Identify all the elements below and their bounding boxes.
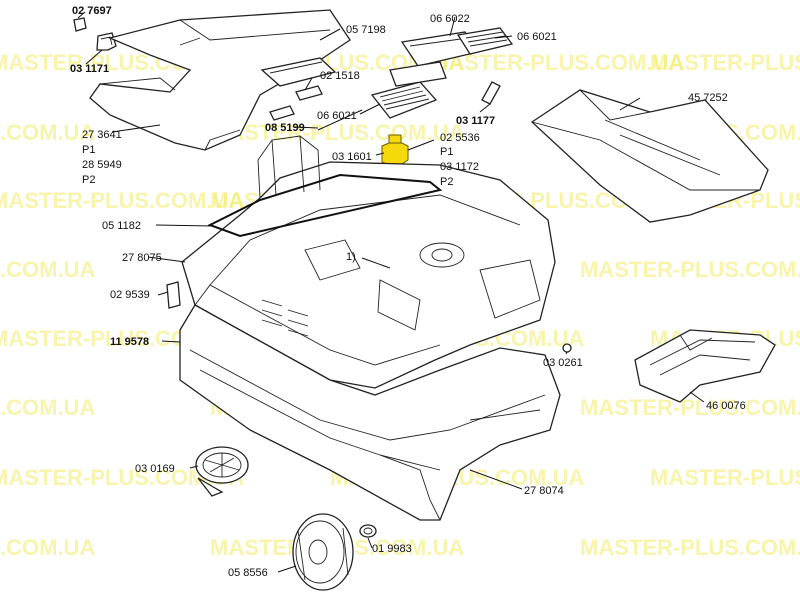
label-085199: 08 5199 [265,122,305,134]
watermark-text: MASTER-PLUS.COM.UA [580,257,800,282]
label-021518: 02 1518 [320,70,360,82]
housing-base [179,304,561,521]
label-066022: 06 6022 [430,13,470,25]
watermark-text: MASTER-PLUS.COM.UA [650,50,800,75]
label-278074: 27 8074 [524,485,564,497]
label-030169: 03 0169 [135,463,175,475]
side-clip-part [166,281,181,309]
label-058556: 05 8556 [228,567,268,579]
label-460076: 46 0076 [706,400,746,412]
label-p1: P1 [82,144,95,156]
label-025536: 02 5536 [440,132,480,144]
watermark-text: MASTER-PLUS.COM.UA [580,535,800,560]
filter-cover-part [400,27,514,67]
watermark-text: .COM.UA [0,257,95,282]
label-051182: 05 1182 [102,220,141,232]
label-p2-b: P2 [440,176,453,188]
watermark-text: MASTER-PLUS.COM.UA [430,50,684,75]
filter-cassette-part [370,61,447,119]
tube-part [481,81,501,105]
label-278075: 27 8075 [122,252,162,264]
washer-part [359,524,377,538]
housing-upper [181,135,556,389]
watermark-text: MASTER-PLUS.COM.UA [650,465,800,490]
label-019983: 01 9983 [372,543,412,555]
leader-lines [77,11,705,573]
watermark-text: MASTER-PLUS.COM.UA [210,120,464,145]
part-labels: 02 7697 03 1171 05 7198 06 6022 06 6021 … [70,5,746,579]
label-057198: 05 7198 [346,24,386,36]
label-note-1: 1) [346,251,356,263]
caster-wheel-part [195,446,249,497]
label-066021-a: 06 6021 [517,31,557,43]
label-031172: 03 1172 [440,161,479,173]
label-031601: 03 1601 [332,151,372,163]
dust-bag-part [530,89,769,223]
watermark-text: MASTER-PLUS.COM.UA [580,395,800,420]
clip-part-027697 [73,17,87,32]
label-029539: 02 9539 [110,289,150,301]
latch-part [269,85,323,121]
clip-part-031171 [96,32,117,51]
label-p1-b: P1 [440,146,453,158]
label-027697: 02 7697 [72,5,112,17]
strap-part [317,109,363,131]
handle-loop [207,173,443,238]
label-p2: P2 [82,174,95,186]
label-030261: 03 0261 [543,357,583,369]
label-285949: 28 5949 [82,159,122,171]
label-066021-b: 06 6021 [317,110,357,122]
label-273641: 27 3641 [82,129,122,141]
label-031171: 03 1171 [70,63,109,75]
watermark-text: .COM.UA [0,395,95,420]
highlighted-part-031601 [381,134,409,169]
watermark-text: .COM.UA [0,120,95,145]
label-119578: 11 9578 [110,336,149,348]
label-031177: 03 1177 [456,115,495,127]
lid-cover [89,9,351,151]
nozzle-part [634,329,776,403]
label-457252: 45 7252 [688,92,728,104]
watermark-text: .COM.UA [0,535,95,560]
watermark-text: MASTER-PLUS.COM.UA [0,188,244,213]
main-wheel-part [292,513,354,591]
small-ring-part [562,343,572,353]
flap-part [260,57,337,87]
